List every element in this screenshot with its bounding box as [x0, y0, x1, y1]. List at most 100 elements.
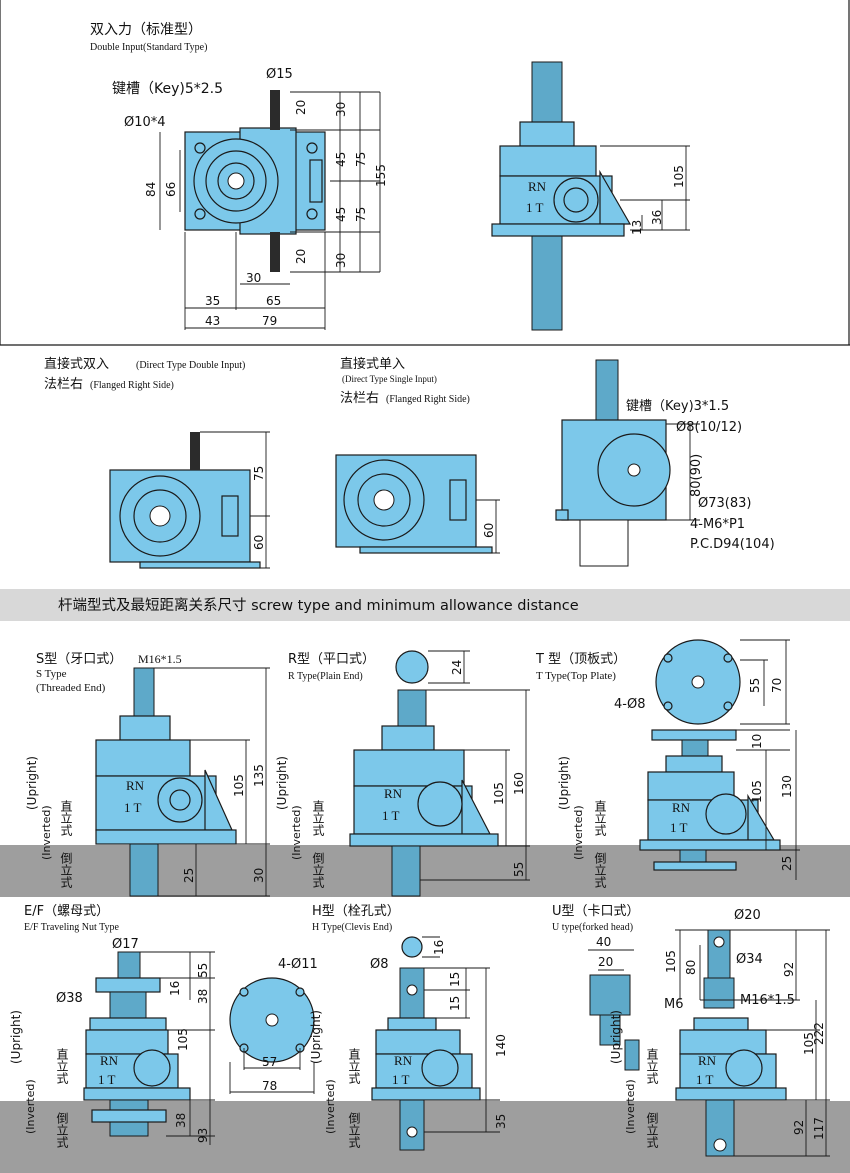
t-title: T 型（顶板式）: [535, 652, 626, 667]
dim: 55: [512, 862, 526, 877]
dim: 105: [672, 165, 686, 188]
dim: 35: [494, 1114, 508, 1129]
top-left-title: 双入力（标准型）: [90, 22, 202, 38]
base-plate: [95, 829, 237, 845]
housing-top: [375, 1029, 461, 1055]
dim: 24: [450, 660, 464, 675]
input-flange: [421, 1049, 459, 1087]
base-plate: [83, 1087, 191, 1101]
s-thread: M16*1.5: [138, 652, 182, 666]
dim: 15: [448, 996, 462, 1011]
dim: 66: [164, 182, 178, 197]
bottom-flange: [91, 1109, 167, 1123]
plate-text: 1 T: [526, 200, 544, 215]
inverted-cn: 倒立式: [59, 852, 73, 888]
flange-center: [265, 1013, 279, 1027]
top-collar: [381, 725, 435, 751]
dim: 75: [354, 207, 368, 222]
dim: 105: [664, 950, 678, 973]
r-title-en: R Type(Plain End): [288, 671, 363, 682]
key-label: 键槽（Key)5*2.5: [112, 81, 223, 97]
s-title-en: S Type: [36, 668, 67, 680]
upright-en: (Upright): [609, 1010, 623, 1064]
top-collar: [665, 755, 723, 773]
inverted-en: (Inverted): [624, 1079, 637, 1134]
screw-top: [133, 667, 155, 721]
clevis-end-section: [401, 936, 423, 958]
bolt-hole: [306, 142, 318, 154]
dim: 78: [262, 1079, 277, 1093]
plate-text: 1 T: [98, 1072, 116, 1087]
upright-en: (Upright): [557, 756, 571, 810]
dim-label: Ø73(83): [698, 496, 751, 511]
plate-text: 1 T: [696, 1072, 714, 1087]
input-flange-inner: [169, 789, 191, 811]
bolt-hole: [194, 208, 206, 220]
input-flange: [417, 781, 463, 827]
h-type-view: H型（栓孔式） H Type(Clevis End) Ø8 RN 1 T 16 …: [309, 904, 508, 1151]
dim: 140: [494, 1034, 508, 1057]
banner-title: 杆端型式及最短距离关系尺寸 screw type and minimum all…: [58, 597, 579, 614]
input-shaft: [190, 432, 200, 470]
foot: [555, 509, 569, 521]
key-label: 键槽（Key)3*1.5: [626, 399, 729, 414]
plate-text: RN: [100, 1053, 119, 1068]
dim: 105: [750, 780, 764, 803]
base-plate: [139, 561, 261, 569]
s-title-en2: (Threaded End): [36, 682, 106, 694]
u-label: M16*1.5: [740, 993, 795, 1008]
screw-bottom: [679, 849, 707, 863]
u-label: Ø20: [734, 908, 761, 923]
bolt-hole: [194, 142, 206, 154]
upright-cn: 直立式: [645, 1048, 659, 1084]
dim: 105: [492, 782, 506, 805]
dim: 38: [174, 1113, 188, 1128]
r-type-view: R型（平口式） R Type(Plain End) RN 1 T 24 105 …: [288, 650, 530, 897]
dim: 30: [252, 868, 266, 883]
t-title-en: T Type(Top Plate): [536, 670, 616, 682]
housing-rib: [204, 769, 233, 831]
nut-top: [117, 951, 141, 979]
dim: 55: [748, 678, 762, 693]
inverted-en: (Inverted): [290, 805, 303, 860]
dim: 84: [144, 182, 158, 197]
dim: 35: [205, 294, 220, 308]
dim: 135: [252, 764, 266, 787]
screw-top: [397, 689, 427, 731]
t-type-view: T 型（顶板式） T Type(Top Plate) 4-Ø8 RN 1 T 5…: [535, 639, 800, 880]
r-title: R型（平口式）: [288, 652, 375, 667]
top-plate-center: [691, 675, 705, 689]
ef-title: E/F（螺母式）: [24, 904, 109, 919]
plate-text: 1 T: [392, 1072, 410, 1087]
plate-text: RN: [528, 179, 547, 194]
dim: 75: [354, 152, 368, 167]
dim: 15: [448, 972, 462, 987]
fork-hole: [713, 936, 725, 948]
input-shaft-top: [270, 90, 280, 130]
dim: 57: [262, 1055, 277, 1069]
upright-en: (Upright): [9, 1010, 23, 1064]
housing-top: [679, 1029, 767, 1055]
upright-cn: 直立式: [593, 800, 607, 836]
mid-left-title: 直接式双入: [44, 356, 109, 372]
mid-center-sub: 法栏右: [340, 391, 379, 406]
dim: 25: [182, 868, 196, 883]
upright-cn: 直立式: [55, 1048, 69, 1084]
inverted-band-1: [0, 845, 850, 897]
base-plate: [639, 839, 781, 851]
t-holes: 4-Ø8: [614, 697, 645, 712]
upright-en: (Upright): [309, 1010, 323, 1064]
upright-en: (Upright): [275, 756, 289, 810]
top-collar: [519, 121, 575, 147]
u-type-view: U型（卡口式） U type(forked head) 40 20 Ø20 Ø3…: [552, 904, 830, 1157]
input-shaft: [595, 359, 619, 421]
dim: 43: [205, 314, 220, 328]
dim-label: 4-M6*P1: [690, 517, 745, 532]
plate-text: RN: [394, 1053, 413, 1068]
ef-type-view: E/F（螺母式） E/F Traveling Nut Type Ø17 Ø38 …: [9, 904, 215, 1148]
inverted-cn: 倒立式: [311, 852, 325, 888]
banner-band: [0, 589, 850, 621]
dim: 160: [512, 772, 526, 795]
dim: 30: [334, 253, 348, 268]
fork-shank: [599, 1014, 621, 1046]
